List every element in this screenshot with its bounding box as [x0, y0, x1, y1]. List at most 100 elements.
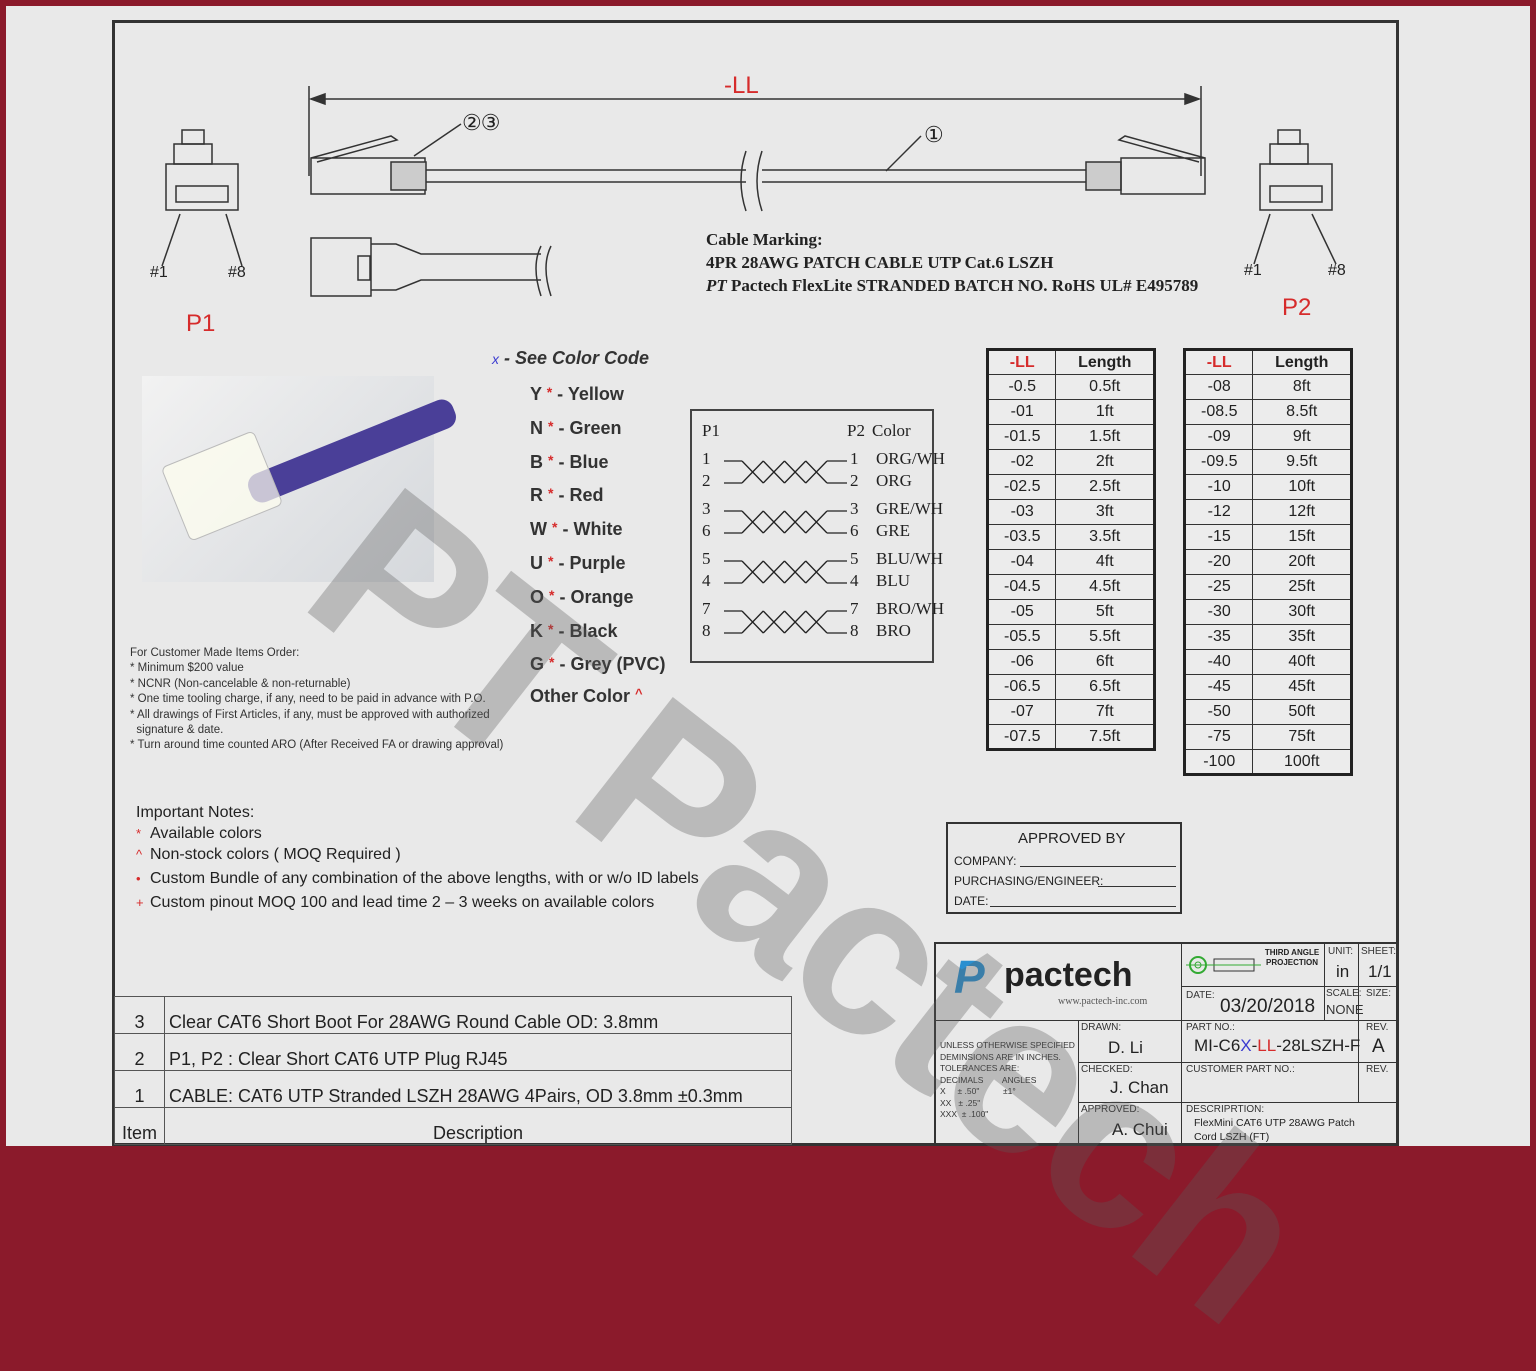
code-cell: -30: [1183, 599, 1254, 625]
pin-number: 3: [702, 499, 711, 518]
p2-connector-front: [1253, 129, 1337, 265]
dimension-label: -LL: [724, 72, 759, 99]
color-code-item: R * - Red: [530, 485, 604, 506]
pinout-p1-header: P1: [702, 421, 720, 440]
code-cell: -02: [986, 449, 1057, 475]
title-block: P pactech www.pactech-inc.com THIRD ANGL…: [934, 942, 1399, 1146]
cable-drawing: [161, 86, 1337, 297]
twisted-pair: [724, 510, 847, 534]
approval-company: COMPANY:: [954, 854, 1017, 868]
customer-note: * Turn around time counted ARO (After Re…: [130, 739, 504, 752]
code-cell: -05.5: [986, 624, 1057, 650]
length-cell: 7.5ft: [1055, 724, 1155, 750]
wire-color: BLU: [876, 571, 910, 590]
important-note: •Custom Bundle of any combination of the…: [136, 870, 699, 887]
length-cell: 12ft: [1252, 499, 1352, 525]
code-cell: -03: [986, 499, 1057, 525]
approval-title: APPROVED BY: [1018, 830, 1126, 847]
length-cell: 30ft: [1252, 599, 1352, 625]
length-cell: 9.5ft: [1252, 449, 1352, 475]
length-cell: 25ft: [1252, 574, 1352, 600]
wire-color: BRO: [876, 621, 911, 640]
approval-box: APPROVED BY COMPANY: PURCHASING/ENGINEER…: [946, 822, 1182, 914]
code-cell: -07.5: [986, 724, 1057, 750]
pin-number: 7: [702, 599, 711, 618]
twisted-pair: [724, 610, 847, 634]
length-cell: 8ft: [1252, 374, 1352, 400]
length-cell: 1.5ft: [1055, 424, 1155, 450]
item-description: Clear CAT6 Short Boot For 28AWG Round Ca…: [164, 996, 792, 1034]
p2-label: P2: [1282, 294, 1312, 321]
color-code-item: U * - Purple: [530, 553, 626, 573]
code-cell: -06: [986, 649, 1057, 675]
length-cell: 7ft: [1055, 699, 1155, 725]
part-no-label: PART NO.:: [1186, 1022, 1235, 1033]
p2-pin-first: #1: [1244, 262, 1262, 279]
p1-pin-first: #1: [150, 264, 168, 281]
tolerance-line: UNLESS OTHERWISE SPECIFIED: [940, 1040, 1075, 1050]
p1-pin-last: #8: [228, 264, 246, 281]
twisted-pair: [724, 460, 847, 484]
wire-color: BRO/WH: [876, 599, 944, 618]
wire-color: BLU/WH: [876, 549, 944, 568]
length-cell: 6ft: [1055, 649, 1155, 675]
length-cell: 100ft: [1252, 749, 1352, 775]
item-header: Item: [114, 1107, 165, 1145]
code-cell: -09: [1183, 424, 1254, 450]
customer-note: * NCNR (Non-cancelable & non-returnable): [130, 677, 351, 690]
length-cell: 50ft: [1252, 699, 1352, 725]
length-cell: 6.5ft: [1055, 674, 1155, 700]
length-cell: 5.5ft: [1055, 624, 1155, 650]
p1-connector-front: [161, 129, 243, 267]
tolerance-line: TOLERANCES ARE:: [940, 1063, 1020, 1073]
code-cell: -01.5: [986, 424, 1057, 450]
wire-color: ORG: [876, 471, 912, 490]
date-value: 03/20/2018: [1220, 996, 1316, 1017]
length-cell: 15ft: [1252, 524, 1352, 550]
code-cell: -06.5: [986, 674, 1057, 700]
scale-value: NONE: [1326, 1002, 1364, 1017]
pin-number: 1: [850, 449, 859, 468]
approved-value: A. Chui: [1112, 1120, 1168, 1139]
drawn-value: D. Li: [1108, 1038, 1143, 1057]
code-cell: -75: [1183, 724, 1254, 750]
length-cell: 1ft: [1055, 399, 1155, 425]
customer-note: For Customer Made Items Order:: [130, 647, 300, 659]
customer-note: * One time tooling charge, if any, need …: [130, 693, 486, 706]
pin-number: 4: [702, 571, 711, 590]
pin-number: 3: [850, 499, 859, 518]
column-header: -LL: [1183, 349, 1254, 375]
length-cell: 35ft: [1252, 624, 1352, 650]
pactech-logo-mark: P: [954, 951, 985, 1003]
item-number: 1: [114, 1070, 165, 1108]
rev-label: REV.: [1366, 1022, 1389, 1033]
color-code-item: W * - White: [530, 519, 623, 540]
sheet-value: 1/1: [1368, 962, 1392, 981]
drawing-frame: [112, 20, 1399, 1146]
wire-color: GRE/WH: [876, 499, 944, 518]
scale-label: SCALE:: [1326, 988, 1362, 999]
important-note: *Available colors: [136, 825, 262, 842]
code-cell: -12: [1183, 499, 1254, 525]
left-plug: [310, 135, 426, 195]
twisted-pair: [724, 560, 847, 584]
